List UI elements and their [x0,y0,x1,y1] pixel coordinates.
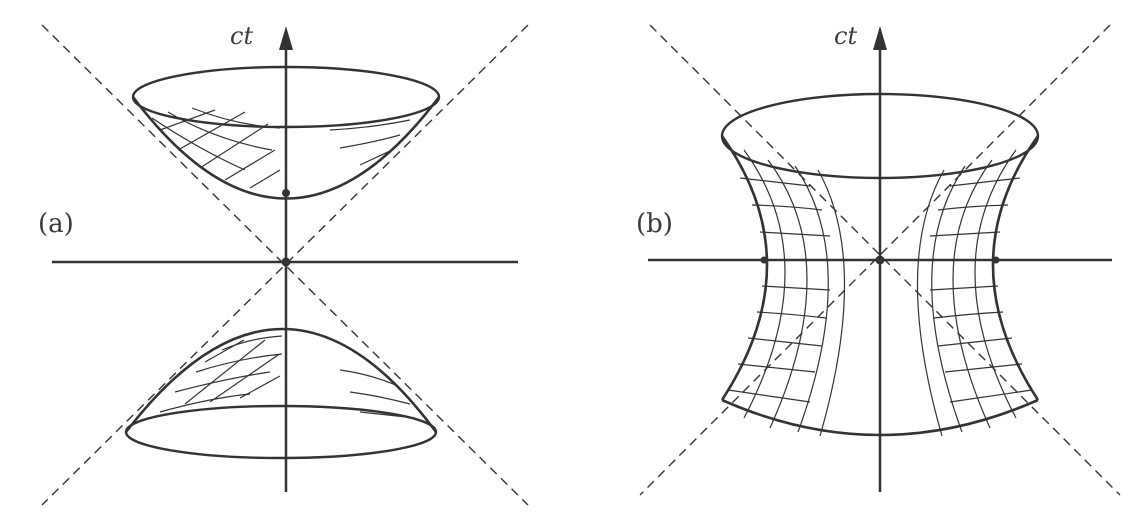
right-grid-line [933,311,1004,319]
upper-grid-line [339,134,401,149]
left-grid-line [743,149,786,419]
lower-grid-line [174,371,271,393]
panel-label-b: (b) [636,209,673,239]
upper-sheet-outline [131,96,441,200]
right-grid-line [916,169,945,437]
right-grid-line [949,177,1021,187]
upper-vertex-dot [282,189,290,197]
left-grid-line [737,363,816,373]
lower-grid-line [221,335,283,351]
right-grid-line [929,285,999,291]
right-grid-line [944,363,1023,373]
upper-sheet [131,65,441,200]
lower-grid-line [349,391,411,405]
panel-b: (b) ct [636,22,1121,496]
waist-dot-left [760,256,768,264]
upper-grid-line [199,123,269,169]
left-grid-line [756,311,827,319]
upper-grid-line [167,111,273,151]
axis-label-ct-b: ct [834,22,857,50]
upper-grid-line [177,111,246,151]
lower-sheet-outline [124,327,438,433]
upper-grid-line [359,149,393,166]
lower-grid-line [209,354,279,403]
left-grid-line [817,169,846,437]
origin-dot-b [875,255,885,265]
light-cone-line-a1 [41,24,529,506]
ct-arrow-icon-b [873,26,887,50]
left-grid-line [759,231,831,237]
right-grid-line [937,204,1009,211]
right-grid-line [949,389,1033,403]
axis-label-ct-a: ct [230,22,253,50]
upper-grid-line [249,169,281,189]
left-grid-line [761,285,831,291]
left-grid-line [751,204,823,211]
right-grid-line [952,159,993,429]
panel-label-a: (a) [38,209,74,239]
lower-grid-line [204,339,245,363]
upper-grid-line [329,119,411,131]
lower-grid-line [184,339,266,405]
left-grid-line [739,177,811,187]
upper-grid-line [191,107,281,129]
left-grid-line [767,159,808,429]
ct-arrow-icon-a [279,26,293,50]
upper-grid-line [151,117,246,171]
upper-grid-line [159,109,216,131]
waist-dot-right [992,256,1000,264]
upper-grid-line [224,149,276,181]
right-grid-line [974,149,1017,419]
lower-sheet-rim [124,404,438,460]
left-grid-line [727,389,811,403]
right-grid-line [931,165,966,433]
left-grid-line [747,337,823,347]
lower-sheet [124,327,438,460]
lower-grid-line [339,369,399,387]
lower-grid-line [239,375,281,399]
lower-grid-line [159,393,251,413]
light-cone-line-a2 [41,24,529,506]
hyperboloid-bottom-edge [721,398,1039,437]
right-grid-line [929,231,1001,237]
lower-grid-line [359,411,416,419]
panel-a: (a) ct [38,22,529,506]
right-grid-line [937,337,1013,347]
lower-grid-line [195,353,283,373]
left-grid-line [794,165,829,433]
origin-dot-a [281,257,291,267]
